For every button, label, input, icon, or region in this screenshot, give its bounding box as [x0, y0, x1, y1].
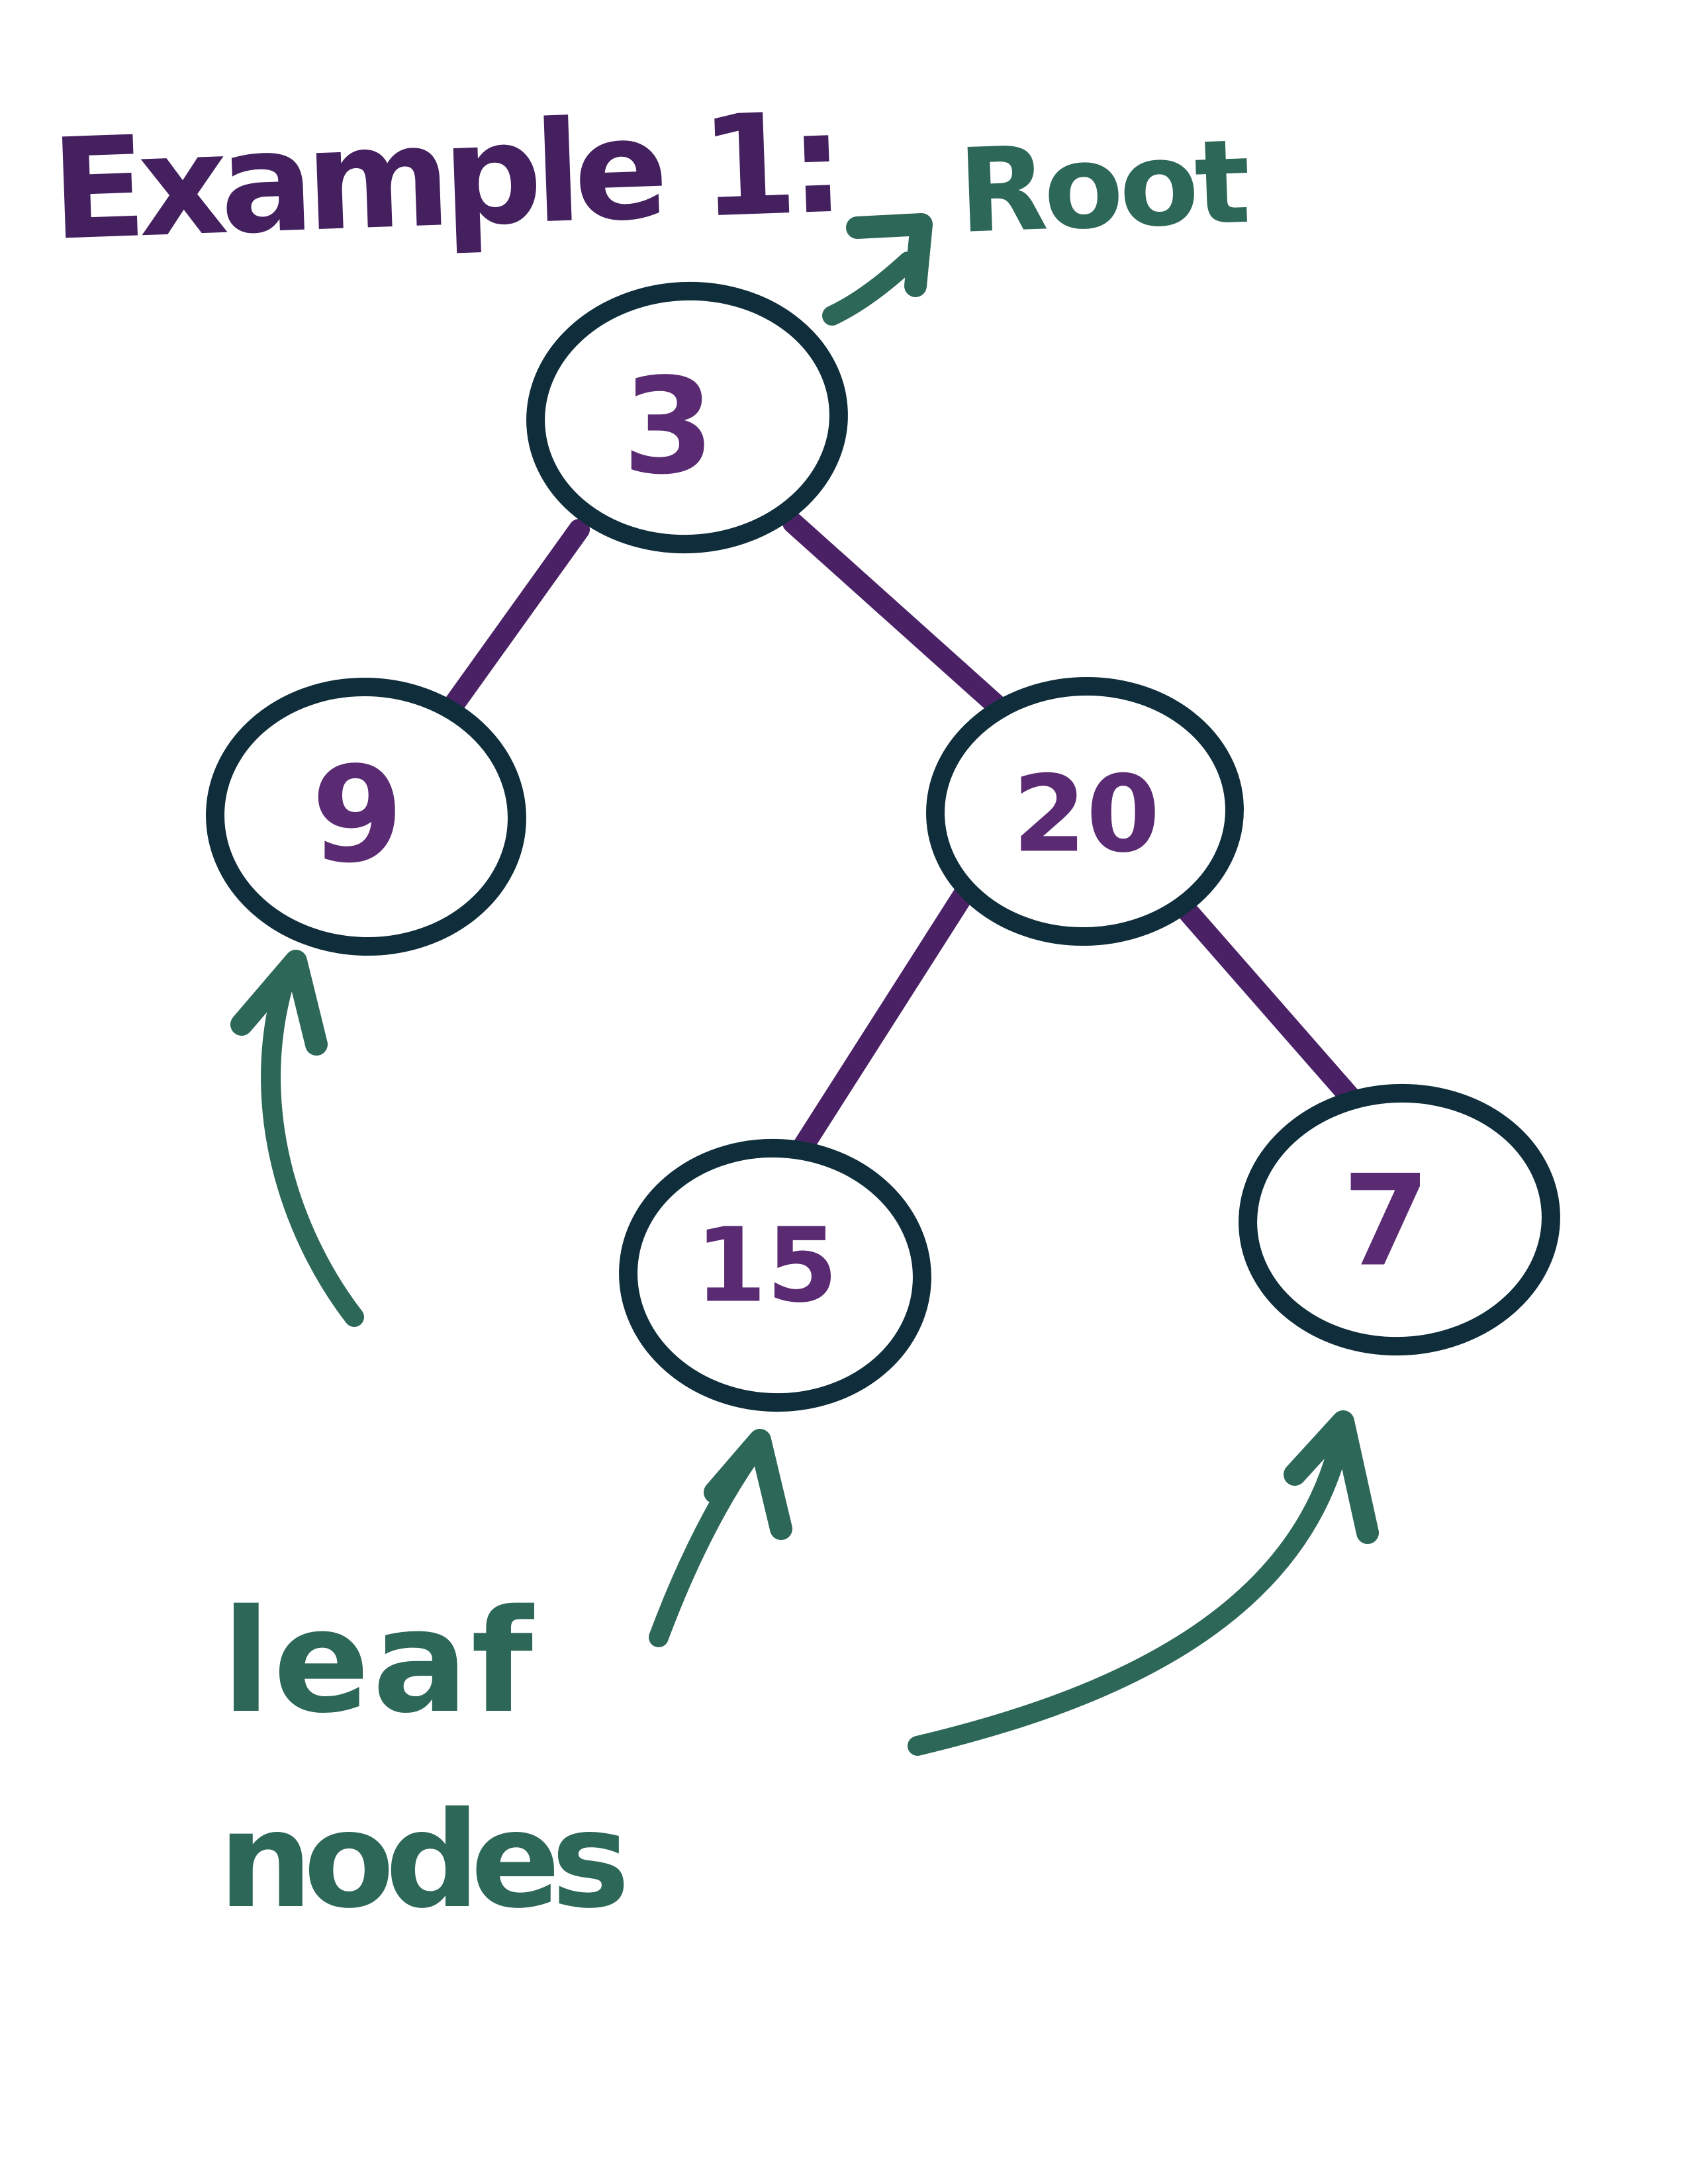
node-value: 9 — [311, 739, 403, 893]
node-value: 7 — [1342, 1148, 1430, 1295]
tree-node-right-left: 15 — [619, 1138, 931, 1412]
node-circle — [619, 1138, 931, 1412]
leaf-label-line2: nodes — [218, 1784, 624, 1938]
node-value: 20 — [1013, 752, 1160, 876]
node-value: 3 — [622, 350, 714, 504]
node-value: 15 — [695, 1206, 838, 1326]
root-annotation: Root — [822, 115, 1250, 326]
root-arrow-shaft-icon — [822, 251, 918, 326]
root-arrow-head-icon — [846, 213, 933, 297]
node-circle — [1239, 1083, 1560, 1356]
node-circle — [526, 281, 848, 554]
edge-3-9 — [442, 519, 590, 717]
node-circle — [206, 677, 526, 956]
leaf-arrow-9-head-icon — [230, 950, 328, 1056]
node-circle — [926, 676, 1244, 946]
leaf-annotation: leaf nodes — [218, 950, 1379, 1938]
root-label: Root — [956, 115, 1250, 259]
leaf-arrow-7-head-icon — [1284, 1410, 1379, 1544]
tree-edges — [442, 512, 1371, 1165]
tree-node-right: 20 — [926, 676, 1244, 946]
tree-node-right-right: 7 — [1239, 1083, 1560, 1356]
leaf-label-line1: leaf — [222, 1578, 536, 1745]
edge-20-15 — [787, 880, 977, 1165]
leaf-arrow-15-head-icon — [704, 1429, 792, 1540]
tree-node-root: 3 — [526, 281, 848, 554]
edge-20-7 — [1178, 901, 1371, 1119]
leaf-arrow-9-shaft-icon — [261, 975, 364, 1327]
tree-node-left: 9 — [206, 677, 526, 956]
edge-3-20 — [782, 512, 1021, 728]
leaf-arrow-7-shaft-icon — [908, 1414, 1353, 1756]
page-title: Example 1: — [48, 82, 839, 271]
